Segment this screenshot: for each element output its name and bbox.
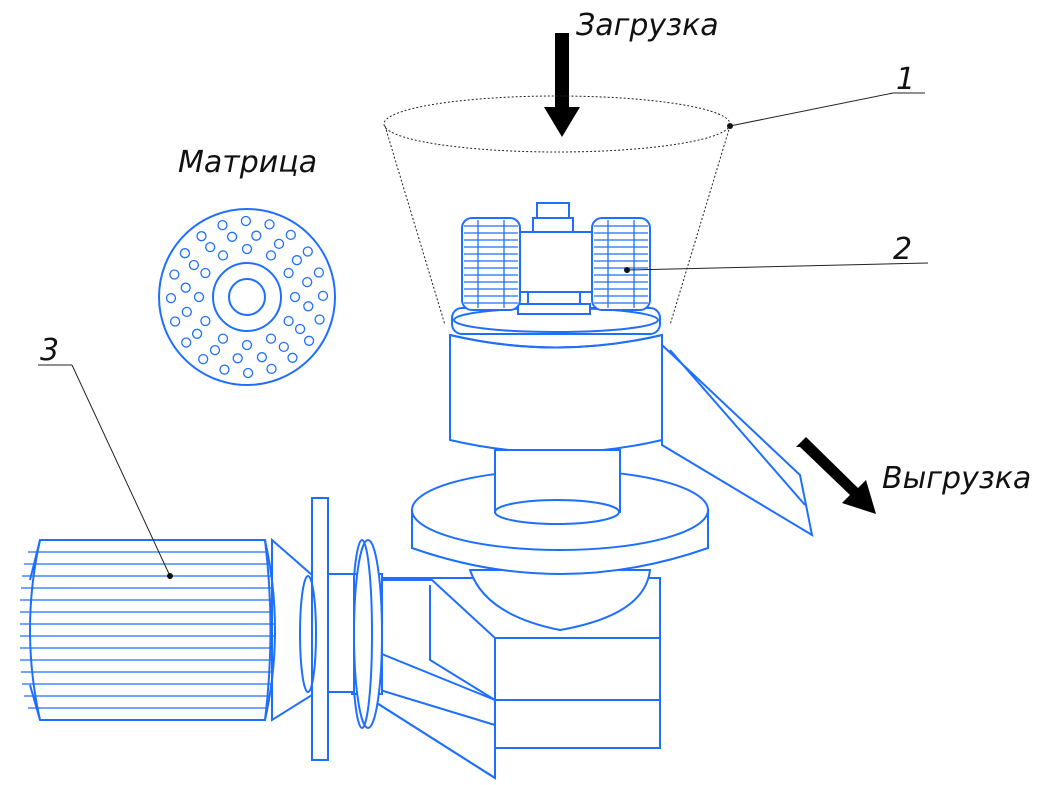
callout-1-number: 1 — [896, 62, 915, 97]
matrix-hole — [200, 267, 211, 279]
matrix-hole — [200, 315, 211, 327]
label-unload: Выгрузка — [882, 461, 1031, 496]
matrix-hole — [209, 344, 221, 356]
matrix-hole — [251, 230, 262, 241]
matrix-hole — [169, 269, 180, 280]
matrix-hole — [313, 267, 325, 278]
matrix-hole — [181, 337, 192, 348]
matrix-hole — [165, 292, 177, 304]
matrix-hole — [179, 248, 191, 259]
matrix-hole — [241, 339, 253, 351]
roller-assembly — [461, 202, 651, 315]
matrix-hole — [291, 255, 303, 266]
matrix-hole — [264, 219, 275, 230]
callout-3-number: 3 — [40, 333, 59, 368]
leader-1 — [727, 92, 925, 129]
leader-3 — [38, 364, 173, 579]
matrix-hole — [241, 243, 253, 255]
matrix-hole — [242, 367, 254, 379]
matrix-hole — [314, 314, 325, 325]
callout-2-number: 2 — [893, 232, 912, 267]
matrix-hole — [240, 215, 252, 227]
label-load: Загрузка — [576, 8, 719, 43]
matrix-hole — [302, 246, 313, 257]
matrix-hole — [294, 323, 306, 335]
matrix-hole — [265, 333, 277, 344]
matrix-hole — [273, 238, 285, 250]
matrix-hole — [302, 276, 313, 288]
matrix-hole — [196, 231, 207, 242]
matrix-hole — [289, 291, 301, 303]
matrix-hole — [181, 306, 192, 318]
matrix-hole — [217, 250, 229, 261]
gearbox — [371, 449, 709, 780]
matrix-hole — [198, 353, 209, 365]
matrix-hole — [188, 259, 200, 271]
matrix-hole — [283, 315, 294, 327]
leader-2 — [624, 262, 929, 273]
matrix-hole — [278, 341, 289, 353]
matrix-hole — [191, 328, 203, 339]
matrix-hole — [226, 231, 238, 242]
matrix-hole — [232, 353, 243, 364]
matrix-hole — [303, 335, 315, 346]
matrix-hole — [287, 352, 298, 363]
matrix-hole — [283, 267, 294, 279]
matrix-hole — [219, 364, 230, 375]
matrix-hole — [256, 352, 268, 363]
matrix-disc — [158, 208, 336, 386]
matrix-hole — [169, 316, 181, 327]
matrix-hole — [217, 333, 229, 344]
matrix-hole — [193, 291, 205, 303]
matrix-hole — [217, 219, 228, 231]
electric-motor — [20, 539, 276, 721]
matrix-hole — [303, 301, 314, 312]
matrix-hole — [180, 282, 191, 293]
matrix-hole — [317, 290, 329, 302]
coupling — [271, 497, 383, 761]
matrix-hole — [205, 241, 216, 253]
load-arrow — [544, 33, 580, 137]
matrix-hole — [265, 250, 277, 261]
unload-arrow — [796, 437, 876, 514]
matrix-hole — [285, 229, 296, 241]
matrix-hole — [266, 363, 277, 375]
label-matrix: Матрица — [178, 145, 317, 180]
